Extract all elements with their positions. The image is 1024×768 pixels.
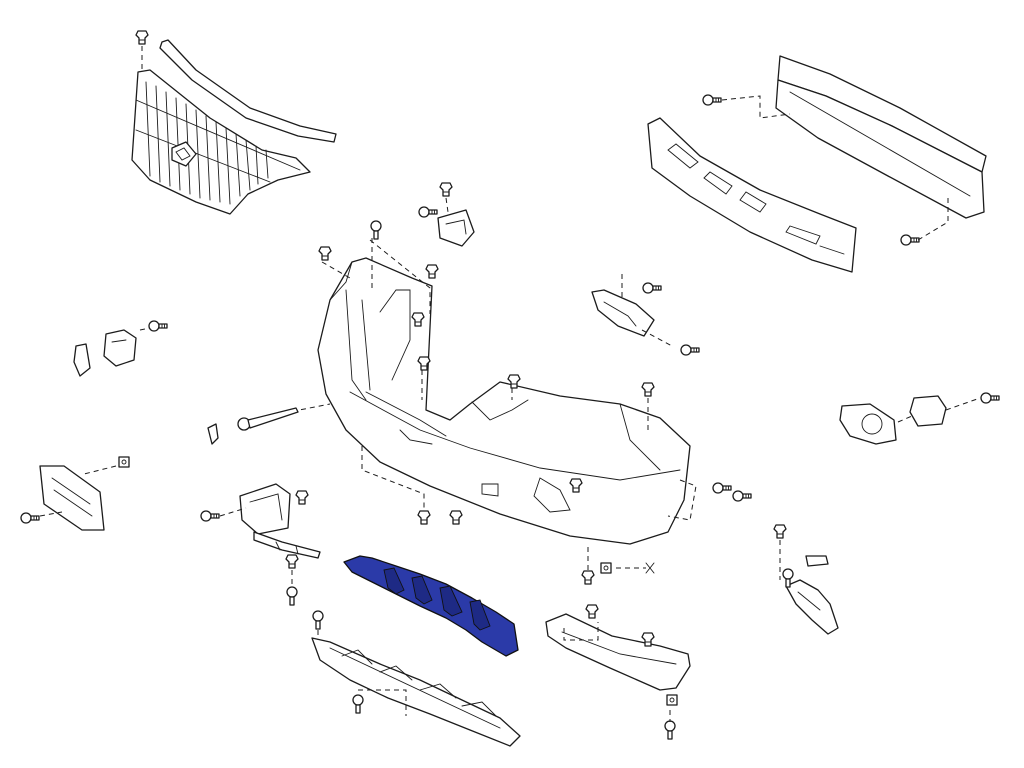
engine-under-cover: [311, 637, 521, 747]
grille-upper-molding: [159, 39, 337, 143]
bumper-support-rod: [207, 407, 299, 445]
clip-icon: [318, 246, 332, 261]
bumper-lower-retainer-left: [253, 531, 321, 559]
bolt-icon: [900, 234, 920, 246]
bolt-icon: [418, 206, 438, 218]
bolt-icon: [664, 720, 676, 740]
clip-icon: [439, 182, 453, 197]
bolt-icon: [312, 610, 324, 630]
clip-icon: [641, 382, 655, 397]
bumper-upper-bracket-center: [437, 209, 475, 247]
clip-icon: [449, 510, 463, 525]
clip-icon: [585, 604, 599, 619]
clip-icon: [425, 264, 439, 279]
bumper-side-retainer-left: [103, 329, 137, 367]
bolt-icon: [20, 512, 40, 524]
bumper-lower-bracket-right: [785, 579, 839, 635]
bumper-side-bracket-right: [591, 289, 655, 337]
bolt-icon: [732, 490, 752, 502]
nut-icon: [600, 562, 612, 574]
clip-icon: [773, 524, 787, 539]
clip-icon: [135, 30, 149, 45]
fog-lamp-cover-right: [839, 403, 897, 445]
bolt-icon: [642, 282, 662, 294]
clip-icon: [295, 490, 309, 505]
front-bumper-cover: [317, 257, 691, 545]
bolt-icon: [702, 94, 722, 106]
bolt-icon: [370, 220, 382, 240]
license-plate-bracket: [39, 465, 105, 531]
bumper-side-clip-left: [73, 343, 91, 377]
bolt-icon: [352, 694, 364, 714]
bolt-icon: [200, 510, 220, 522]
clip-icon: [285, 554, 299, 569]
front-spoiler-right: [545, 613, 691, 691]
nut-icon: [666, 694, 678, 706]
bolt-icon: [148, 320, 168, 332]
nut-icon: [118, 456, 130, 468]
cross-marker: [645, 562, 655, 574]
radiator-grille: [131, 69, 311, 215]
bolt-icon: [980, 392, 1000, 404]
fog-lamp-right: [909, 395, 947, 427]
bumper-energy-absorber: [647, 117, 857, 273]
clip-icon: [417, 510, 431, 525]
bumper-reinforcement: [775, 55, 987, 219]
clip-icon: [581, 570, 595, 585]
bolt-icon: [680, 344, 700, 356]
bumper-spacer-right: [805, 555, 829, 567]
emblem-icon: [171, 141, 197, 167]
bolt-icon: [286, 586, 298, 606]
bolt-icon: [712, 482, 732, 494]
lower-bumper-absorber: [343, 555, 519, 657]
bumper-lower-bracket-left: [239, 483, 291, 535]
